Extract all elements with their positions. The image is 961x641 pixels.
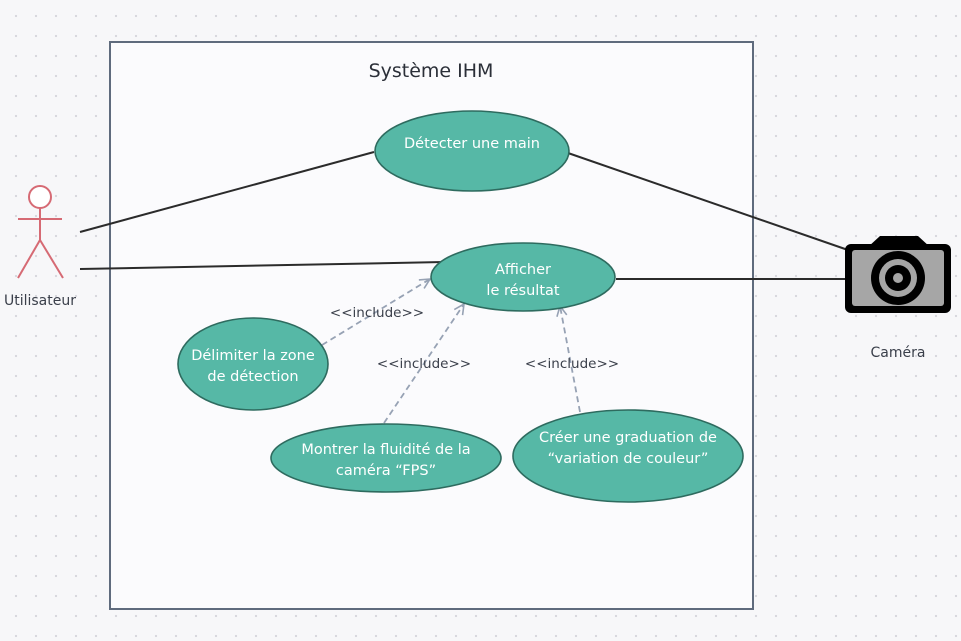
actor-camera[interactable]: Caméra xyxy=(845,236,951,361)
association-detect-camera[interactable] xyxy=(567,152,849,251)
association-user-detect[interactable] xyxy=(79,151,375,233)
actor-camera-label: Caméra xyxy=(871,345,926,361)
include-arrow-delimit[interactable] xyxy=(321,279,430,346)
use-case-detect-hand[interactable]: Détecter une main xyxy=(374,110,570,192)
use-case-label: le résultat xyxy=(486,283,559,299)
use-case-label: “variation de couleur” xyxy=(548,451,709,467)
include-label-fps: <<include>> xyxy=(377,356,471,372)
include-arrow-fps[interactable] xyxy=(383,304,464,424)
use-case-color-gradation[interactable]: Créer une graduation de “variation de co… xyxy=(512,409,744,503)
association-user-result[interactable] xyxy=(79,261,445,270)
use-case-label: Détecter une main xyxy=(404,136,540,152)
use-case-label: de détection xyxy=(207,369,298,385)
use-case-delimit-zone[interactable]: Délimiter la zone de détection xyxy=(177,317,329,411)
include-label-gradation: <<include>> xyxy=(525,356,619,372)
use-case-label: Délimiter la zone xyxy=(191,348,315,364)
include-arrow-gradation[interactable] xyxy=(560,306,581,413)
use-case-label: Créer une graduation de xyxy=(539,430,717,446)
use-case-show-result[interactable]: Afficher le résultat xyxy=(430,242,616,312)
use-case-show-fps[interactable]: Montrer la fluidité de la caméra “FPS” xyxy=(270,423,502,493)
include-label-delimit: <<include>> xyxy=(330,305,424,321)
system-title: Système IHM xyxy=(369,60,494,82)
stick-figure-icon xyxy=(17,185,64,279)
use-case-label: caméra “FPS” xyxy=(336,463,436,479)
camera-icon xyxy=(845,236,951,313)
actor-user[interactable]: Utilisateur xyxy=(4,185,76,309)
actor-user-label: Utilisateur xyxy=(4,293,76,309)
use-case-label: Afficher xyxy=(495,262,551,278)
use-case-label: Montrer la fluidité de la xyxy=(301,442,470,458)
